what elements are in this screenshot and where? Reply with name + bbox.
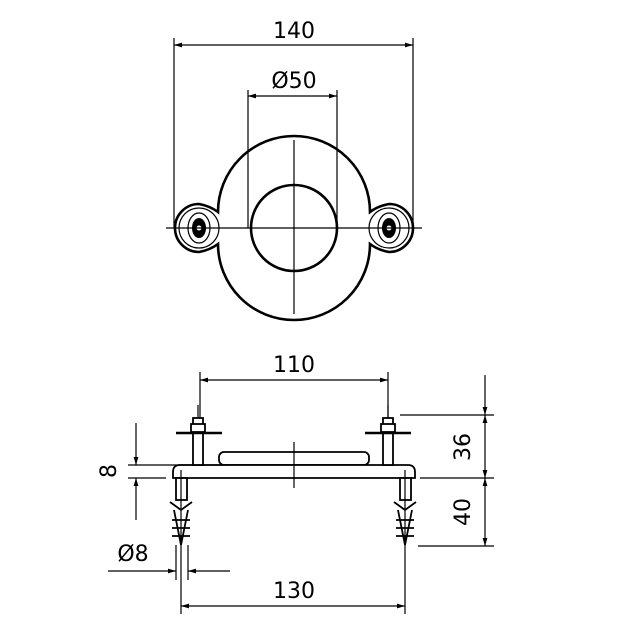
left-bolt [176, 405, 222, 466]
right-anchor [393, 470, 417, 548]
dimension-d8-label: Ø8 [117, 542, 148, 567]
left-anchor [169, 470, 193, 548]
right-bolt [365, 405, 411, 466]
dimension-36-label: 36 [451, 433, 476, 461]
flange-outline [173, 134, 415, 322]
dimension-d50-label: Ø50 [271, 69, 316, 94]
dimension-40-label: 40 [451, 498, 476, 526]
dimension-130-label: 130 [273, 579, 315, 604]
top-view: 140 Ø50 [166, 19, 422, 322]
dimension-110-label: 110 [273, 353, 315, 378]
dimension-140-label: 140 [273, 19, 315, 44]
side-view: 110 [97, 353, 494, 614]
dimension-8-label: 8 [97, 464, 122, 478]
